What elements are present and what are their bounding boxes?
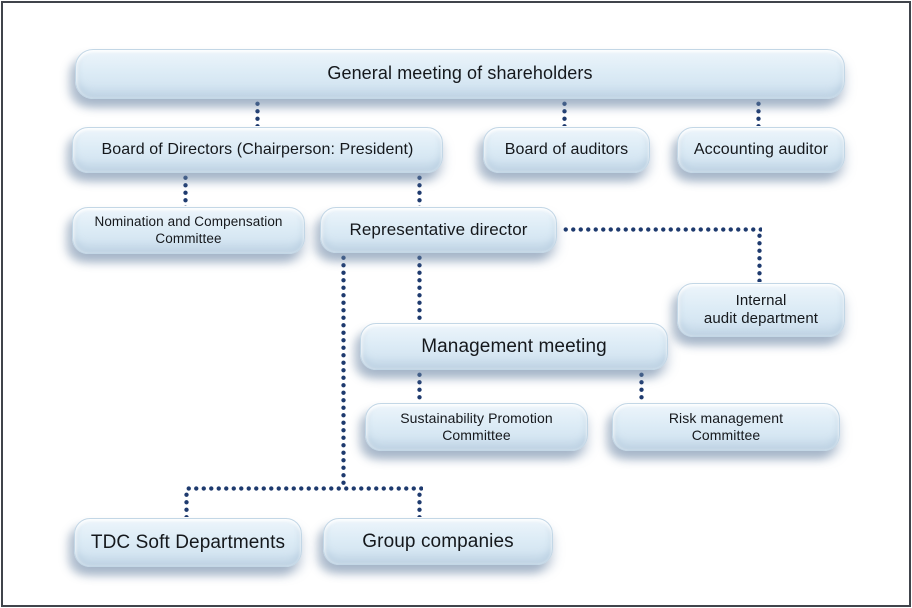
node-nomination-compensation-committee: Nomination and Compensation Committee [72, 207, 305, 254]
node-sustainability-promotion-committee: Sustainability Promotion Committee [365, 403, 588, 451]
node-label: Nomination and Compensation Committee [94, 214, 283, 246]
node-label: Risk management Committee [668, 409, 784, 443]
node-label: Sustainability Promotion Committee [400, 409, 553, 443]
connector-to-tdc-departments [184, 491, 189, 517]
node-general-meeting-of-shareholders: General meeting of shareholders [75, 49, 845, 99]
connector-representative-to-internal-audit-vertical [757, 232, 762, 282]
connector-board-to-nomination [183, 174, 188, 206]
node-management-meeting: Management meeting [360, 323, 668, 370]
node-label: Accounting auditor [693, 141, 829, 159]
node-group-companies: Group companies [323, 518, 553, 565]
node-label: Board of auditors [504, 141, 629, 159]
connector-management-to-risk [639, 371, 644, 402]
connector-representative-to-bottom-row-vertical [341, 254, 346, 488]
node-board-of-directors: Board of Directors (Chairperson: Preside… [72, 127, 443, 173]
node-label: Internal audit department [703, 291, 819, 327]
connector-general-to-accounting-auditor [756, 100, 761, 126]
connector-management-to-sustainability [417, 371, 422, 402]
node-board-of-auditors: Board of auditors [483, 127, 650, 173]
node-label: General meeting of shareholders [327, 63, 593, 84]
connector-general-to-board-directors [255, 100, 260, 126]
node-tdc-soft-departments: TDC Soft Departments [74, 518, 302, 567]
node-label: Management meeting [421, 335, 607, 357]
node-label: TDC Soft Departments [90, 531, 286, 553]
connector-to-group-companies [417, 491, 422, 517]
node-label: Board of Directors (Chairperson: Preside… [101, 141, 414, 159]
node-label: Representative director [349, 219, 528, 239]
connector-bottom-row-horizontal [185, 486, 423, 491]
node-label: Group companies [362, 530, 514, 552]
connector-board-to-representative [417, 174, 422, 206]
connector-representative-to-internal-audit-horizontal [562, 227, 762, 232]
node-internal-audit-department: Internal audit department [677, 283, 845, 337]
node-representative-director: Representative director [320, 207, 557, 253]
connector-general-to-board-auditors [562, 100, 567, 126]
connector-representative-to-management [417, 254, 422, 322]
node-accounting-auditor: Accounting auditor [677, 127, 845, 173]
node-risk-management-committee: Risk management Committee [612, 403, 840, 451]
